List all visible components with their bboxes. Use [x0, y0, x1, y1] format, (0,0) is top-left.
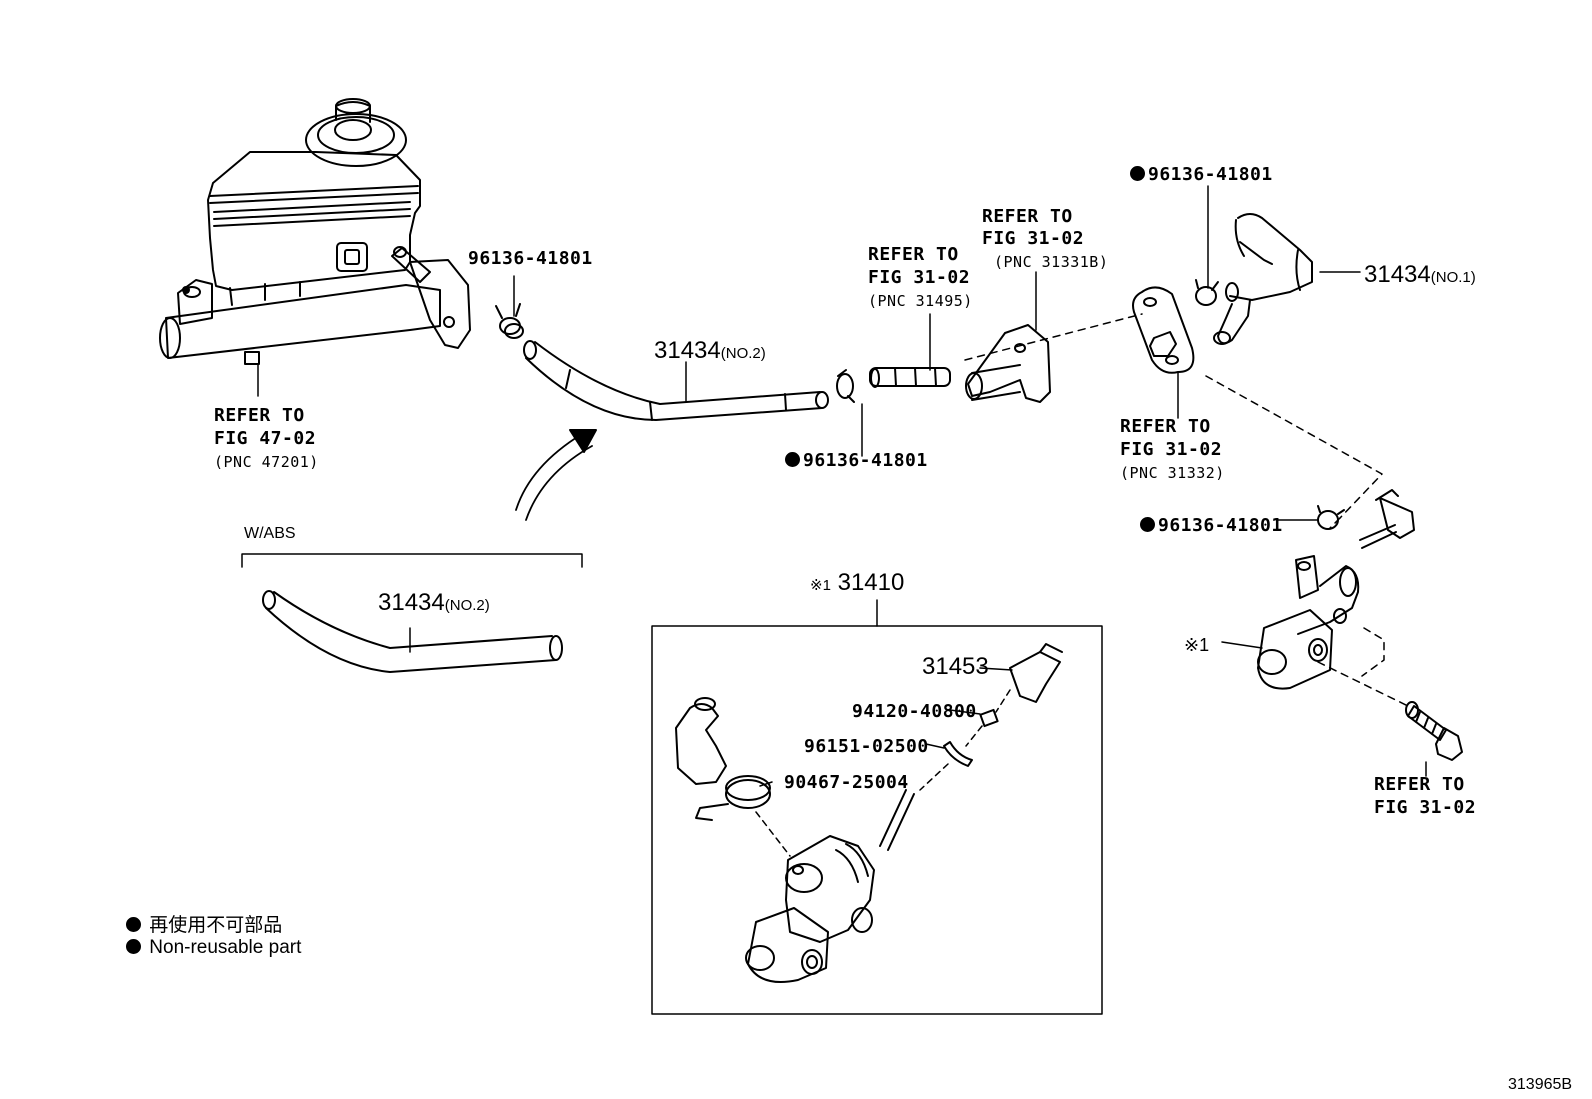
- bolt-refer-line1: REFER TO: [1374, 774, 1465, 795]
- legend-jp: 再使用不可部品: [126, 910, 282, 937]
- pipe-refer-line1: REFER TO: [868, 244, 959, 265]
- bolt-refer-line2: FIG 31-02: [1374, 797, 1477, 818]
- clamp-top-right-label: 96136-41801: [1130, 164, 1273, 185]
- clamp-top-left-label: 96136-41801: [468, 248, 593, 269]
- part-96151-label: 96151-02500: [804, 736, 929, 757]
- assembly-part: 31410: [837, 569, 905, 596]
- part-94120-label: 94120-40800: [852, 701, 977, 722]
- bracket-refer-line1: REFER TO: [982, 206, 1073, 227]
- hose-abs-suffix: (NO.2): [444, 597, 490, 614]
- dashed-guides: [964, 313, 1409, 707]
- bracket-refer-pnc: (PNC 31331B): [994, 253, 1109, 271]
- hose-right-label: 31434(NO.1): [1364, 262, 1476, 291]
- hose-top-suffix: (NO.2): [720, 345, 766, 362]
- clamp-right-label: 96136-41801: [1140, 515, 1283, 536]
- mc-refer-line1: REFER TO: [214, 405, 305, 426]
- hose-top-part: 31434: [654, 337, 721, 364]
- assembly-box-drawing: [651, 599, 1103, 1015]
- legend-en-text: Non-reusable part: [149, 937, 302, 958]
- non-reusable-dot: [785, 452, 800, 467]
- mc-refer-pnc: (PNC 47201): [214, 453, 319, 471]
- clutch-cylinder-right-drawing: [1257, 489, 1463, 761]
- legend-en: Non-reusable part: [126, 937, 301, 959]
- pipe-refer-line2: FIG 31-02: [868, 267, 971, 288]
- part-31453-label: 31453: [922, 653, 989, 680]
- non-reusable-dot: [1140, 517, 1155, 532]
- clamp-mid-number: 96136-41801: [803, 450, 928, 471]
- legend-dot: [126, 917, 141, 932]
- hose-right-suffix: (NO.1): [1430, 269, 1476, 286]
- master-cylinder-drawing: [159, 98, 471, 397]
- part-90467-label: 90467-25004: [784, 772, 909, 793]
- grommet-refer-line1: REFER TO: [1120, 416, 1211, 437]
- hose-abs-part: 31434: [378, 589, 445, 616]
- wabs-group-drawing: [241, 553, 583, 673]
- grommet-refer-pnc: (PNC 31332): [1120, 464, 1225, 482]
- pipe-drawing: [836, 367, 951, 403]
- legend-jp-text: 再使用不可部品: [149, 915, 283, 936]
- pipe-refer-pnc: (PNC 31495): [868, 292, 973, 310]
- hose-top-drawing: [495, 303, 829, 421]
- hose-abs-label: 31434(NO.2): [378, 590, 490, 619]
- bracket-refer-line2: FIG 31-02: [982, 228, 1085, 249]
- grommet-drawing: [1132, 286, 1195, 374]
- curved-arrow: [515, 429, 597, 521]
- leader-lines: [409, 185, 1427, 787]
- grommet-refer-line2: FIG 31-02: [1120, 439, 1223, 460]
- assembly-mark: ※1: [810, 577, 831, 594]
- cylinder-mark-label: ※1: [1184, 635, 1210, 655]
- non-reusable-dot: [1130, 166, 1145, 181]
- assembly-label: ※1 31410: [810, 570, 904, 599]
- mc-refer-line2: FIG 47-02: [214, 428, 317, 449]
- clamp-mid-label: 96136-41801: [785, 450, 928, 471]
- hose-right-drawing: [1195, 213, 1313, 345]
- clamp-top-right-number: 96136-41801: [1148, 164, 1273, 185]
- legend-dot: [126, 939, 141, 954]
- clamp-right-number: 96136-41801: [1158, 515, 1283, 536]
- diagram-id: 313965B: [1508, 1076, 1573, 1093]
- hose-right-part: 31434: [1364, 261, 1431, 288]
- bracket-drawing: [965, 324, 1051, 403]
- hose-top-label: 31434(NO.2): [654, 338, 766, 367]
- wabs-label: W/ABS: [244, 525, 296, 542]
